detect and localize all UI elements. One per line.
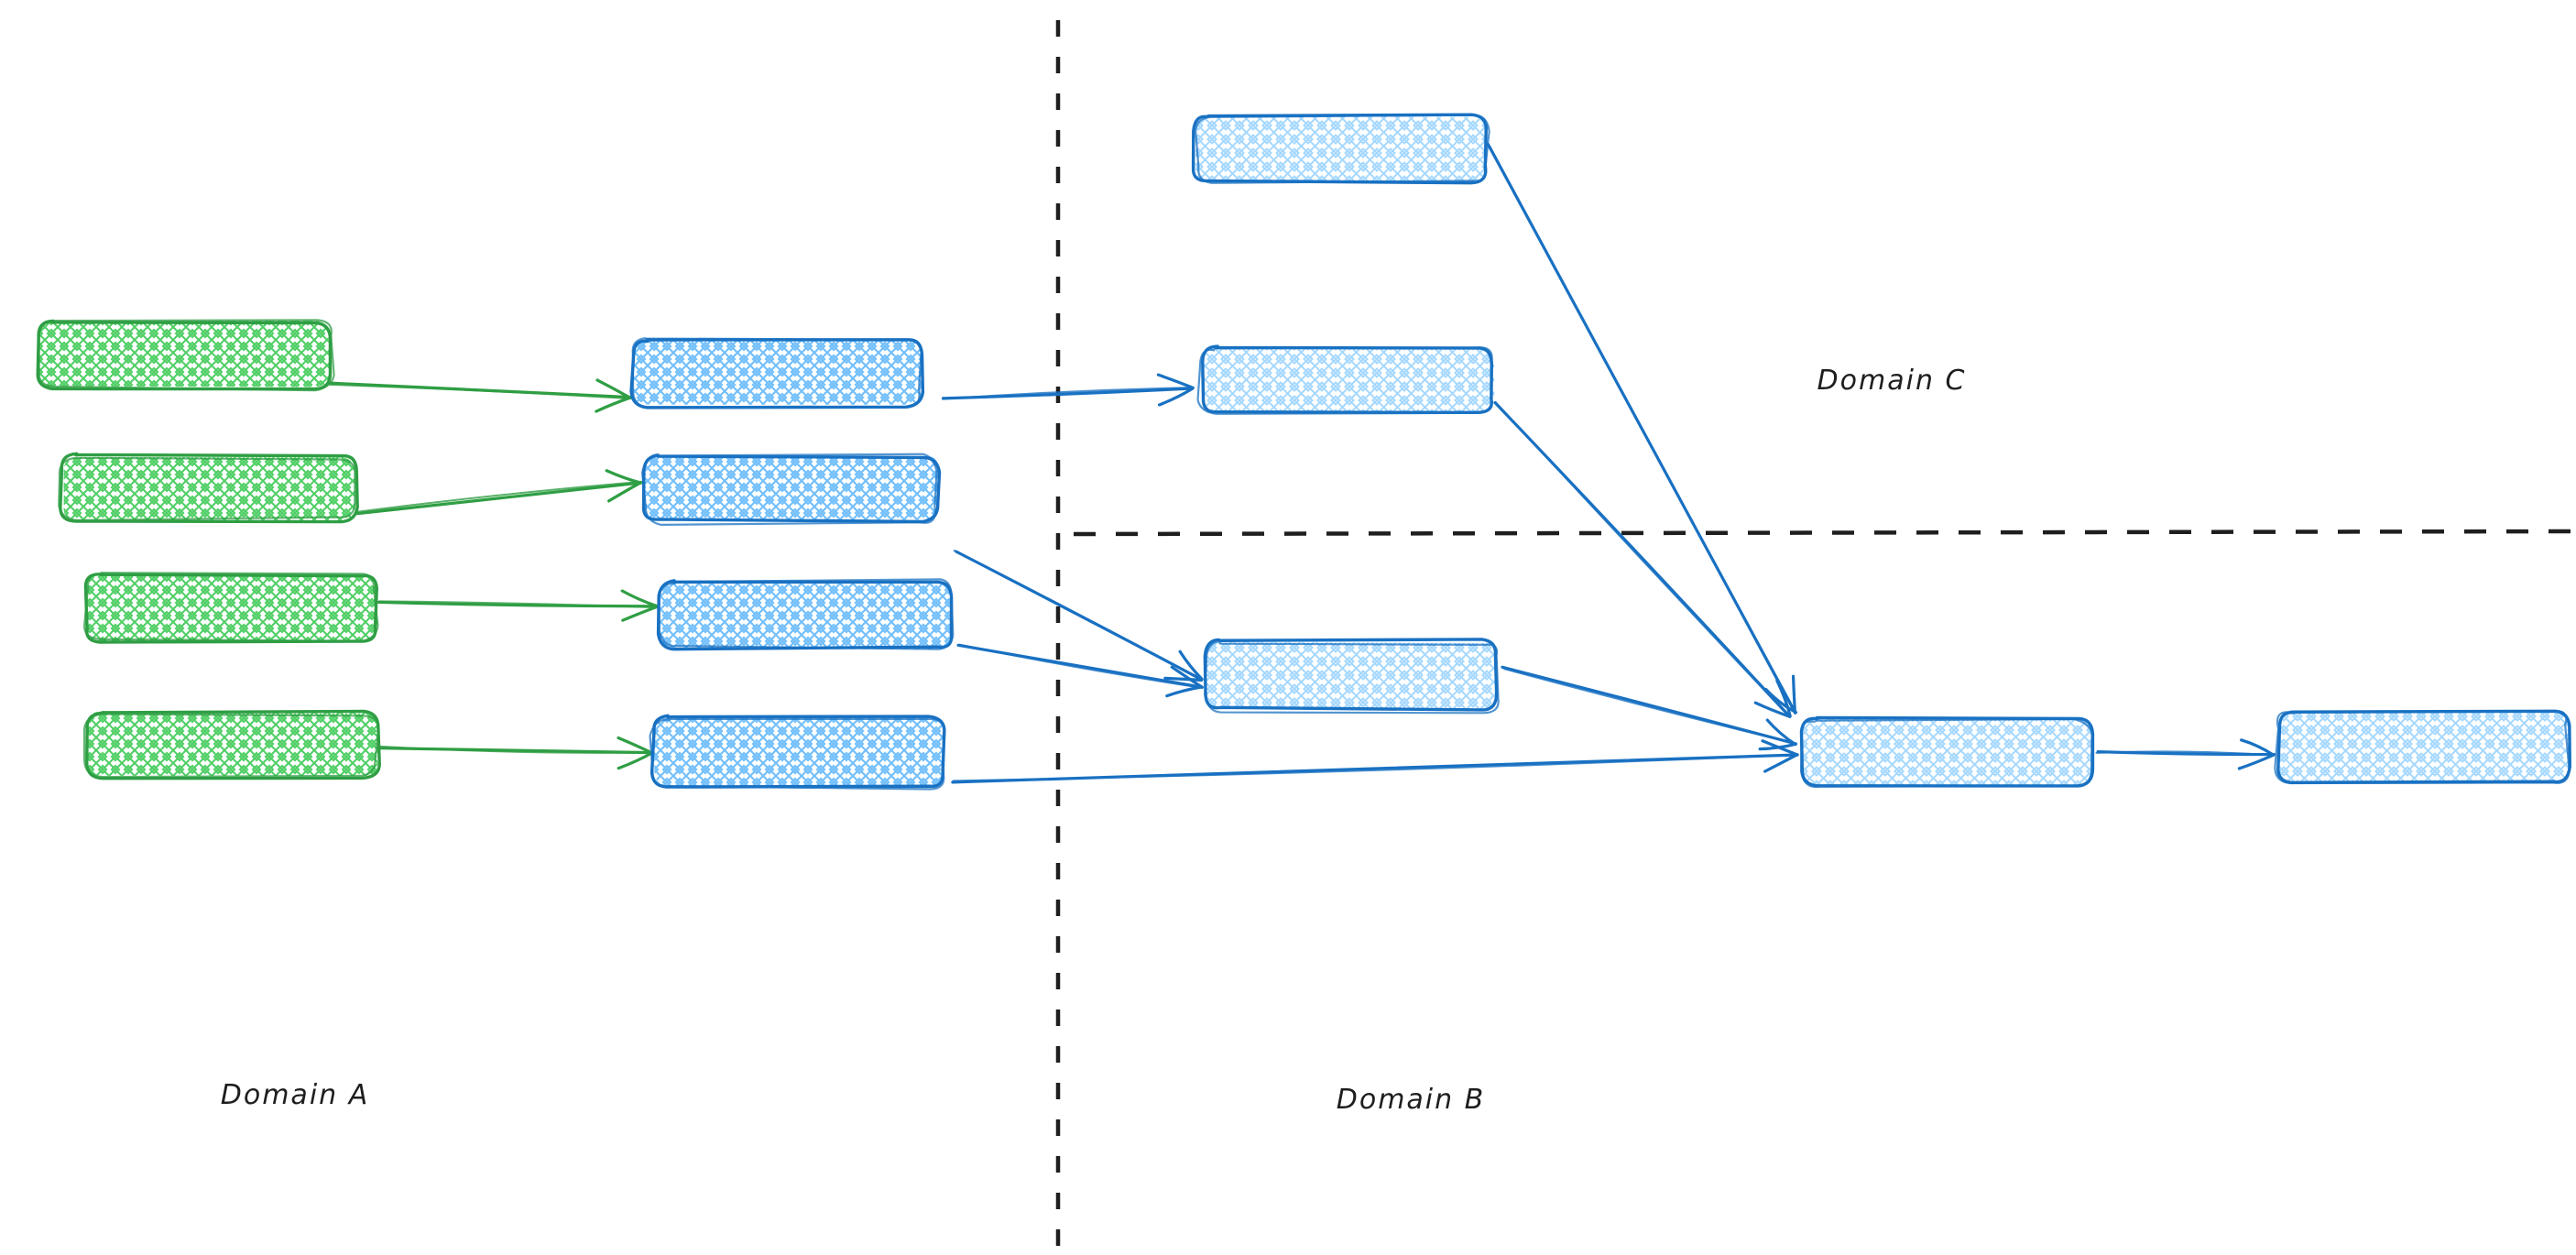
edge-c2-d1[interactable]	[1493, 400, 1792, 718]
edge-layer	[328, 142, 2276, 784]
domain-b-node-1[interactable]	[629, 337, 925, 409]
domain-b-node-5-outline	[1204, 639, 1500, 715]
label-layer: Domain A Domain B Domain C	[221, 365, 1967, 1116]
domain-b-node-5-outline	[1203, 638, 1499, 712]
domain-b-node-4[interactable]	[649, 714, 946, 791]
edge-a3-b3-arrowhead	[621, 606, 659, 622]
domain-b-node-5-fill	[1204, 641, 1498, 709]
edge-a2-b2-arrowhead	[605, 469, 643, 485]
edge-c2-d1-arrowhead	[1775, 679, 1792, 718]
domain-a-node-2-fill	[63, 456, 355, 521]
edge-b1-c2[interactable]	[941, 373, 1195, 407]
edge-a2-b2-arrowhead	[606, 481, 643, 503]
edge-c2-d1-shaft	[1494, 401, 1791, 718]
edge-a1-b1-arrowhead	[595, 378, 632, 399]
domain-b-node-4-fill	[653, 716, 945, 787]
edge-d1-e1-shaft	[2095, 750, 2275, 757]
domain-c-node-3-fill	[1800, 717, 2094, 786]
horizontal-domain-divider	[1073, 529, 2576, 537]
edge-c1-d1-shaft	[1489, 145, 1796, 715]
domain-a-node-4-fill	[85, 711, 378, 777]
edge-a1-b1-arrowhead	[595, 396, 632, 413]
domain-c-node-2-fill	[1200, 346, 1495, 413]
domain-c-node-4[interactable]	[2274, 709, 2571, 785]
edge-b1-c2-shaft	[942, 387, 1193, 400]
edge-a4-b4-shaft	[379, 745, 653, 754]
domain-a-node-2[interactable]	[58, 452, 359, 524]
edge-a3-b3-arrowhead	[620, 589, 659, 608]
domain-b-label: Domain B	[1337, 1084, 1486, 1116]
domain-a-node-1-outline	[38, 319, 335, 392]
domain-b-node-3[interactable]	[656, 578, 955, 651]
edge-c3-d1-shaft	[1503, 668, 1796, 745]
edge-d1-e1-arrowhead	[2237, 753, 2276, 770]
domain-a-node-3-outline	[82, 572, 379, 642]
edge-d1-e1[interactable]	[2095, 738, 2276, 770]
domain-b-node-4-outline	[649, 717, 945, 791]
domain-b-node-1-fill	[632, 337, 923, 405]
edge-a3-b3-shaft	[377, 600, 658, 609]
edge-b4-d1-shaft	[952, 753, 1798, 782]
edge-c2-d1-arrowhead	[1753, 701, 1792, 718]
edge-d1-e1-arrowhead	[2240, 738, 2275, 757]
edge-a1-b1-shaft	[329, 383, 632, 400]
domain-b-node-3-outline	[658, 578, 955, 650]
edge-c3-d1[interactable]	[1501, 665, 1797, 751]
domain-a-node-1[interactable]	[36, 319, 335, 392]
edge-a4-b4[interactable]	[378, 736, 655, 770]
domain-c-node-4-fill	[2277, 712, 2571, 783]
domain-c-node-3-outline	[1799, 717, 2093, 789]
domain-a-node-1-fill	[38, 320, 331, 387]
edge-a3-b3[interactable]	[377, 589, 659, 622]
domain-c-node-2-outline	[1196, 346, 1493, 415]
domain-c-node-2-outline	[1201, 344, 1493, 415]
domain-c-node-1[interactable]	[1191, 113, 1490, 185]
domain-b-node-5[interactable]	[1203, 638, 1500, 715]
edge-a2-b2-shaft	[355, 481, 644, 516]
domain-a-node-4-outline	[82, 713, 380, 779]
edge-b2-c3[interactable]	[953, 550, 1204, 682]
domain-c-node-1-outline	[1195, 114, 1490, 184]
edge-b3-c3-shaft	[958, 643, 1203, 689]
edge-c1-d1-arrowhead	[1791, 674, 1797, 715]
domain-c-label: Domain C	[1817, 365, 1967, 397]
edge-c3-d1-arrowhead	[1765, 718, 1797, 747]
domain-a-node-4[interactable]	[82, 709, 381, 780]
domain-a-node-2-outline	[59, 452, 359, 524]
domain-a-node-2-outline	[58, 456, 356, 522]
domain-a-node-3-outline	[83, 573, 379, 644]
edge-b3-c3-arrowhead	[1165, 685, 1204, 698]
edge-b2-c3-shaft	[953, 550, 1203, 681]
edge-b4-d1[interactable]	[951, 739, 1799, 784]
edge-b1-c2-arrowhead	[1157, 387, 1195, 407]
node-layer	[36, 113, 2571, 791]
domain-b-node-3-fill	[658, 581, 953, 649]
domain-a-label: Domain A	[221, 1079, 369, 1111]
edge-a1-b1[interactable]	[328, 378, 632, 413]
domain-c-node-4-outline	[2274, 709, 2571, 785]
domain-b-node-1-outline	[631, 337, 922, 409]
edge-b4-d1-arrowhead	[1763, 753, 1799, 773]
edge-b2-c3-arrowhead	[1163, 676, 1203, 682]
edge-c1-d1[interactable]	[1486, 142, 1798, 715]
edge-a4-b4-arrowhead	[617, 750, 655, 770]
edge-c3-d1-arrowhead	[1758, 742, 1797, 751]
edge-b3-c3[interactable]	[956, 643, 1204, 698]
edge-b1-c2-arrowhead	[1156, 373, 1195, 389]
edge-a2-b2[interactable]	[355, 469, 644, 516]
divider-layer	[1055, 20, 2576, 1246]
edge-b2-c3-arrowhead	[1178, 649, 1204, 681]
edge-b3-c3-arrowhead	[1170, 665, 1204, 689]
domain-b-node-2[interactable]	[640, 453, 942, 526]
domain-a-node-3-fill	[84, 573, 378, 642]
domain-c-node-1-fill	[1195, 115, 1487, 183]
domain-b-node-2-outline	[640, 453, 938, 526]
domain-c-node-3[interactable]	[1799, 715, 2095, 789]
edge-a4-b4-arrowhead	[617, 736, 654, 755]
domain-c-node-2[interactable]	[1196, 344, 1495, 415]
domain-a-node-3[interactable]	[82, 572, 379, 644]
domain-b-node-2-fill	[643, 455, 940, 520]
edge-a2-b2-shaft	[355, 480, 642, 513]
